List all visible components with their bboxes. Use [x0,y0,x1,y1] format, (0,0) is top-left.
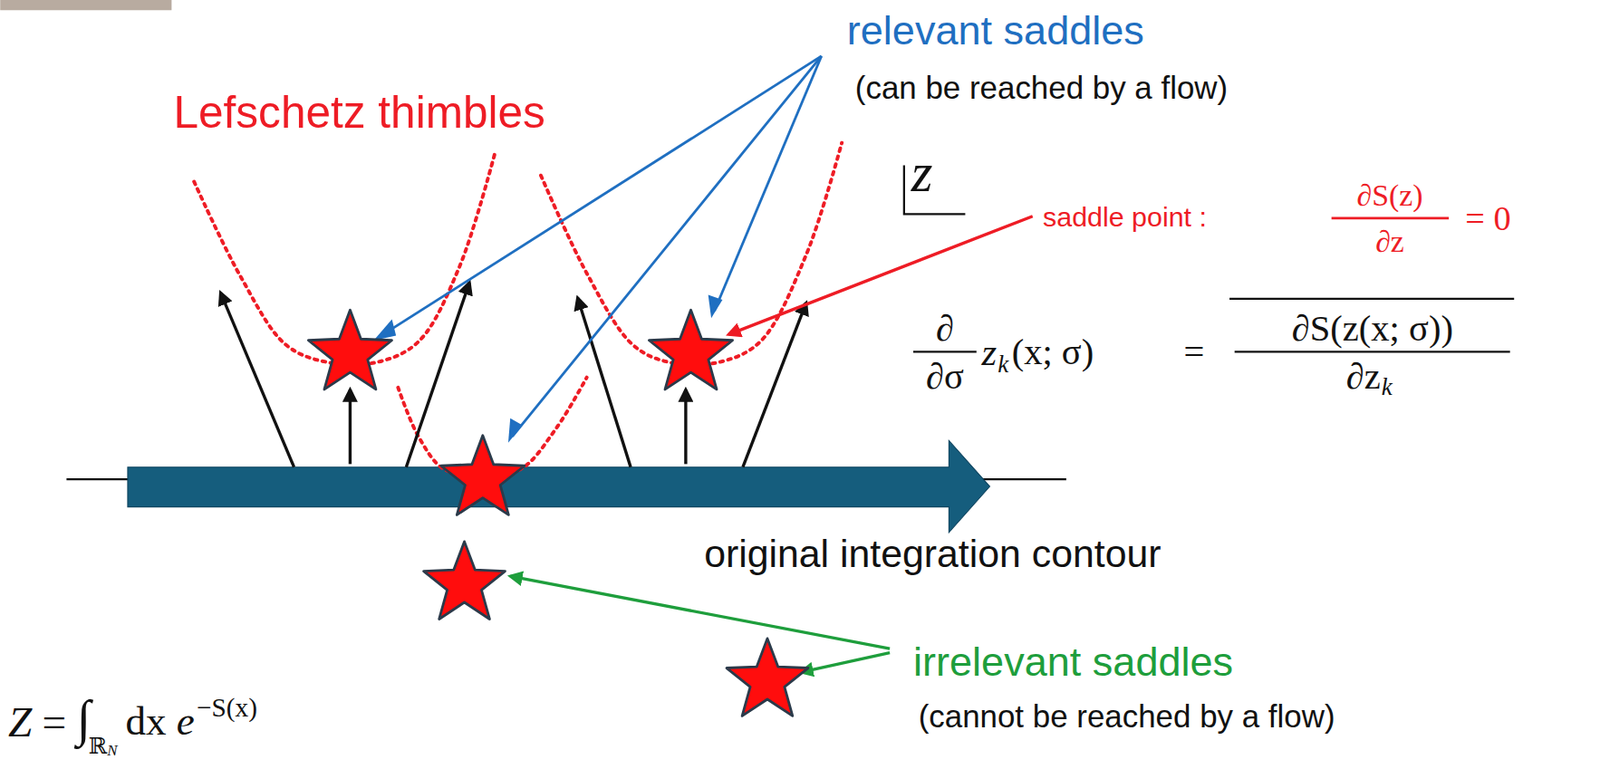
saddle-leader [728,216,1033,336]
math-denominator: ∂σ [925,355,964,398]
saddle-star [308,309,392,390]
math-text: = [42,697,68,747]
flow-arrow [405,282,470,468]
leader-head [708,294,723,319]
green-leaders [510,576,890,673]
flow-arrow [220,292,294,468]
math-text: e [176,698,195,746]
fraction-bar [1234,350,1511,353]
math-numerator: ∂S(z(x; σ)) [1291,307,1454,350]
math-subscript: k [1381,373,1393,402]
flow-arrow [684,389,687,464]
math-subscript: N [106,742,117,760]
note-label: (cannot be reached by a flow) [918,698,1336,735]
math-text: = 0 [1465,198,1511,239]
saddle-star [441,435,525,516]
lefschetz-thimbles [193,143,842,475]
math-subscript: k [997,351,1009,380]
axis-label: z [911,142,934,206]
leader-head [508,418,523,444]
math-text: z [981,329,997,375]
heading-label: relevant saddles [847,7,1145,55]
heading-label: Lefschetz thimbles [173,86,545,138]
leader-head [373,318,396,341]
math-subscript: ℝ [88,733,108,760]
math-text: = [1183,330,1205,374]
saddle-stars [308,309,809,716]
axis-label: original integration contour [703,531,1161,577]
math-denominator: ∂z [1346,355,1381,398]
math-numerator: ∂ [935,307,955,350]
photo-fragment [0,0,172,10]
leader-line [713,56,821,311]
leader-line [510,576,890,649]
fraction-bar [913,350,977,353]
contour-arrow [127,440,990,532]
saddle-star [424,541,506,620]
flow-arrows [220,282,806,468]
flow-arrow [348,389,352,464]
saddle-star [648,309,733,390]
saddle-star [726,638,809,717]
note-label: (can be reached by a flow) [855,69,1228,107]
leader-line [800,653,890,673]
leader-line [511,56,821,437]
math-denominator: ∂z [1375,223,1405,260]
note-label: saddle point : [1042,200,1207,232]
math-superscript: −S(x) [196,693,258,724]
math-text: dx [125,698,167,746]
math-text: (x; σ) [1012,330,1095,374]
math-text: Z [8,697,32,747]
fraction-bar [1331,217,1449,221]
overline [1229,298,1514,300]
heading-label: irrelevant saddles [913,638,1234,686]
math-symbol: ∫ [77,689,91,749]
math-numerator: ∂S(z) [1356,178,1423,214]
flow-arrow [742,302,807,467]
